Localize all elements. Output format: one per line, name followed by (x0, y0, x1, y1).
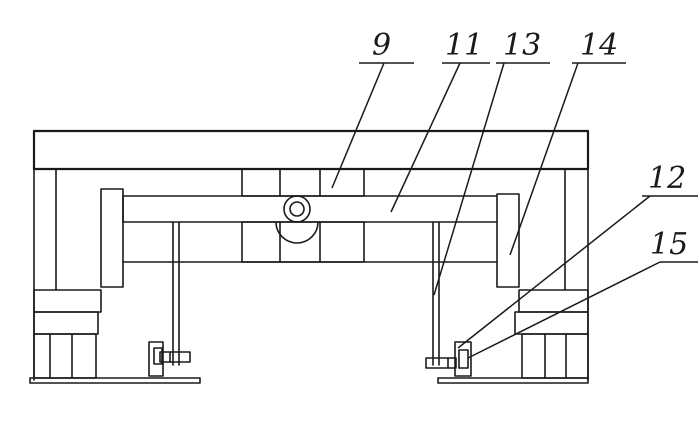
label-13: 13 (503, 28, 541, 63)
label-12: 12 (648, 161, 686, 196)
left-rod (148, 221, 191, 377)
label-15: 15 (650, 227, 688, 262)
pivot-ring (275, 195, 319, 244)
label-14: 14 (580, 28, 618, 63)
top-beam (32, 129, 590, 171)
right-rod (425, 221, 472, 377)
center-block (241, 168, 365, 263)
label-9: 9 (372, 28, 391, 63)
label-11: 11 (445, 28, 483, 63)
left-frame (29, 168, 201, 384)
leader-lines (331, 62, 698, 359)
right-frame (437, 168, 589, 384)
right-plate (496, 193, 520, 288)
left-plate (100, 188, 124, 288)
